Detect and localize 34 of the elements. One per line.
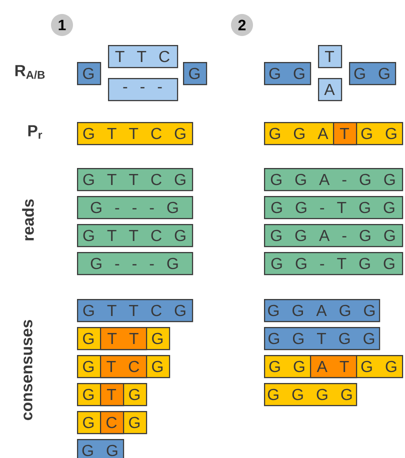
sequence-bar: G - - - G [77, 252, 194, 276]
sequence-bar: T T C [108, 45, 178, 68]
sequence-bar: G G [77, 439, 124, 458]
row-label: consensuses [24, 320, 32, 420]
sequence-cell: G [183, 62, 208, 86]
sequence-bar: G T T C G [77, 122, 194, 146]
sequence-bar: G G T G G [264, 327, 380, 350]
highlight-cell: A T [310, 355, 358, 378]
sequence-bar: - - - [108, 78, 178, 102]
sequence-cell: G [77, 62, 102, 86]
sequence-bar: G G - T G G [264, 252, 404, 276]
row-label: P$_{r}$ [28, 125, 42, 139]
highlight-cell: C [100, 411, 124, 434]
sequence-bar: G G [264, 62, 312, 86]
highlight-cell: T [100, 383, 124, 406]
sequence-bar: G T T C G [77, 224, 194, 248]
highlight-cell: T C [100, 355, 148, 378]
sequence-bar: G - - - G [77, 196, 194, 220]
sequence-bar: G G A - G G [264, 224, 404, 248]
highlight-cell: T [333, 122, 358, 146]
sequence-bar: G T T C G [77, 299, 194, 322]
highlight-cell: T T [100, 327, 148, 350]
sequence-bar: G G A - G G [264, 168, 404, 192]
sequence-bar: G G G G [264, 383, 358, 406]
sequence-bar: G G - T G G [264, 196, 404, 220]
sequence-bar: G G A G G [264, 299, 380, 322]
sequence-cell: A [318, 78, 342, 102]
step-number: 2 [231, 14, 253, 36]
step-number: 1 [51, 14, 73, 36]
sequence-cell: T [318, 45, 342, 68]
sequence-bar: G G [349, 62, 396, 86]
row-label: R$_{A/B}$ [15, 65, 45, 79]
row-label: reads [22, 199, 34, 240]
sequence-bar: G T T C G [77, 168, 194, 192]
